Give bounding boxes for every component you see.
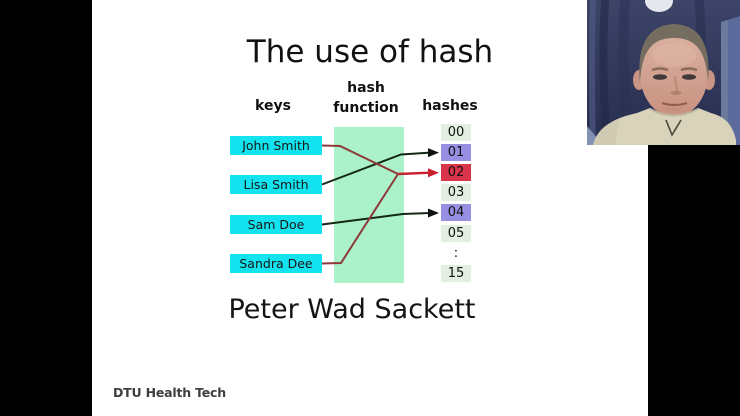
hash-function-box	[334, 127, 404, 283]
hash-cell-02: 02	[441, 164, 471, 181]
hash-cell-03: 03	[441, 184, 471, 201]
key-box-john-smith: John Smith	[230, 136, 322, 155]
key-box-sandra-dee: Sandra Dee	[230, 254, 322, 273]
column-label-hash-function: hash function	[324, 78, 408, 119]
eye-right	[682, 74, 696, 80]
curtain-fold	[618, 0, 632, 121]
arrowhead-01	[428, 148, 439, 158]
forehead-highlight	[652, 43, 696, 67]
hash-cell-ellipsis: :	[441, 245, 471, 262]
nostril-shadow	[670, 91, 682, 95]
eyebrow-right	[680, 67, 698, 72]
author-name: Peter Wad Sackett	[228, 294, 476, 325]
hair	[639, 24, 709, 82]
eye-left	[653, 74, 667, 80]
hash-function-label-line2: function	[333, 100, 399, 117]
wall-panel-highlight	[721, 20, 728, 145]
curtain-fold	[599, 0, 611, 145]
presenter-portrait	[587, 0, 740, 145]
key-box-lisa-smith: Lisa Smith	[230, 175, 322, 194]
dtu-health-tech-logo: DTU Health Tech	[113, 385, 226, 400]
arrowhead-04	[428, 208, 439, 218]
slide: The use of hash keys hash function hashe…	[92, 0, 648, 416]
eyebrow-left	[651, 67, 669, 72]
webcam-overlay	[587, 0, 740, 145]
ceiling-lamp	[645, 0, 673, 12]
column-label-keys: keys	[255, 98, 291, 114]
curtain-fold	[589, 0, 596, 145]
shirt-neckline	[649, 108, 699, 117]
mouth	[661, 101, 688, 107]
shirt	[593, 108, 736, 145]
necklace-cord	[665, 119, 682, 137]
hash-function-label-line1: hash	[347, 80, 385, 96]
column-label-hashes: hashes	[422, 98, 478, 114]
slide-title: The use of hash	[246, 34, 494, 70]
key-box-sam-doe: Sam Doe	[230, 215, 322, 234]
hash-cell-00: 00	[441, 124, 471, 141]
shirt-shadow	[593, 119, 619, 145]
lip-shadow	[666, 107, 684, 111]
hash-cell-01: 01	[441, 144, 471, 161]
hash-cell-04: 04	[441, 204, 471, 221]
arrowhead-02	[428, 168, 439, 178]
hash-cell-15: 15	[441, 265, 471, 282]
hash-cell-05: 05	[441, 225, 471, 242]
